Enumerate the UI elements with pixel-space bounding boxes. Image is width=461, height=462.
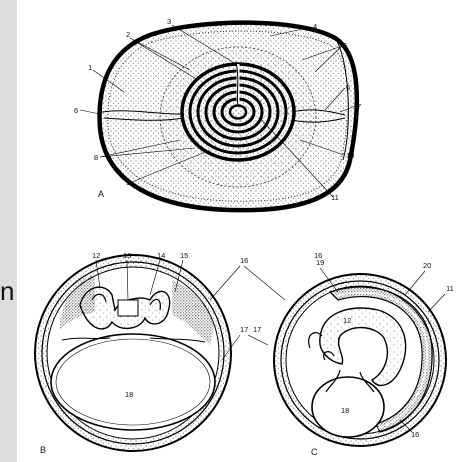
fig-b-label-14: 14 [157, 251, 165, 260]
fig-c-label-12: 12 [343, 316, 351, 325]
figure-b: 12 13 14 15 16 17 18 B [35, 251, 285, 455]
fig-b-label-15: 15 [180, 251, 188, 260]
figure-c: 16 17 19 20 11 12 18 16 C [253, 251, 454, 457]
fig-b-label-16: 16 [240, 256, 248, 265]
notochord-b [118, 300, 138, 316]
fig-a-label-11: 11 [331, 193, 339, 202]
fig-c-label-11: 11 [446, 284, 454, 293]
fig-a-label-10: 10 [346, 151, 354, 160]
fig-a-label-7: 7 [357, 102, 361, 111]
fig-c-label-19: 19 [316, 258, 324, 267]
figure-a-letter: A [98, 189, 104, 199]
fig-a-label-6-right: 6 [346, 83, 350, 92]
fig-b-label-17: 17 [240, 325, 248, 334]
fig-a-label-1: 1 [88, 63, 92, 72]
fig-c-label-18: 18 [341, 406, 349, 415]
fig-c-label-20: 20 [423, 261, 431, 270]
fig-b-label-12: 12 [92, 251, 100, 260]
fig-a-label-8: 8 [94, 153, 98, 162]
fig-b-label-18: 18 [125, 390, 133, 399]
figure-b-letter: B [40, 445, 46, 455]
fig-a-label-5: 5 [343, 41, 347, 50]
fig-c-label-17: 17 [253, 325, 261, 334]
fig-a-label-6-left: 6 [74, 106, 78, 115]
yolk-sac-b [51, 334, 215, 430]
fig-a-label-2: 2 [126, 30, 130, 39]
figure-c-letter: C [311, 447, 318, 457]
fig-b-label-13: 13 [123, 251, 131, 260]
figure-a: 1 2 3 4 5 6 6 7 8 9 10 11 A [74, 17, 361, 210]
fig-a-label-4: 4 [313, 22, 317, 31]
fig-a-label-3: 3 [167, 17, 171, 26]
fig-a-label-9: 9 [126, 178, 130, 187]
fig-c-label-16-bottom: 16 [411, 430, 419, 439]
